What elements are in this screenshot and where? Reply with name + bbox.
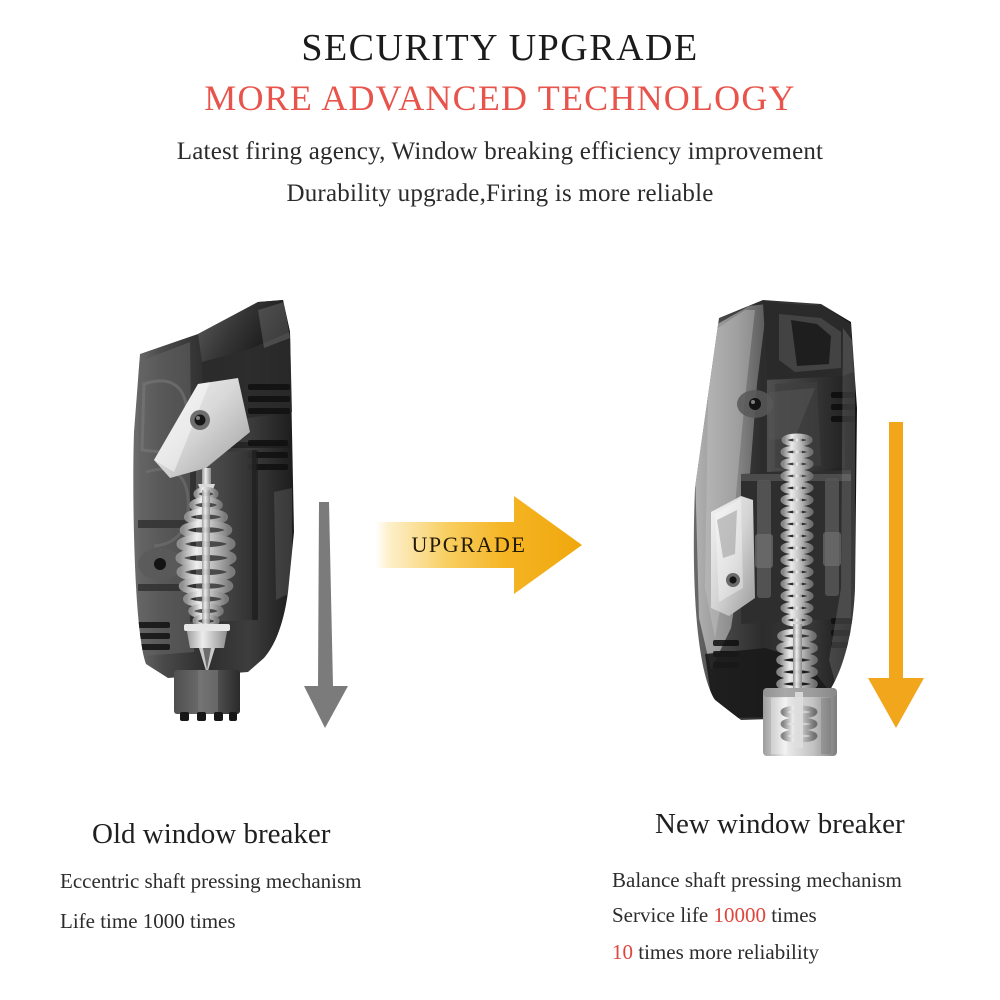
old-nozzle — [174, 670, 240, 721]
old-down-arrow-icon — [304, 502, 348, 728]
new-product-line-3: 10 times more reliability — [612, 940, 819, 965]
reliability-value: 10 — [612, 940, 633, 964]
tagline-line-1: Latest firing agency, Window breaking ef… — [176, 138, 824, 165]
old-product-line-2: Life time 1000 times — [60, 909, 236, 933]
reliability-suffix: times more reliability — [633, 940, 820, 964]
new-down-arrow-icon — [868, 422, 924, 728]
service-life-prefix: Service life — [612, 903, 714, 927]
old-blade — [154, 378, 250, 478]
old-product-caption: Old window breaker — [92, 818, 331, 850]
tagline-line-2: Durability upgrade,Firing is more reliab… — [286, 180, 714, 207]
new-product-line-2: Service life 10000 times — [612, 903, 817, 928]
old-spring-assembly — [175, 468, 237, 674]
new-barrel — [763, 688, 837, 756]
new-housing — [693, 300, 857, 720]
upgrade-arrow-icon — [376, 496, 582, 594]
new-window-breaker-image — [693, 300, 857, 756]
service-life-suffix: times — [765, 903, 817, 927]
page-title: SECURITY UPGRADE — [301, 27, 699, 69]
page-subtitle: MORE ADVANCED TECHNOLOGY — [204, 78, 796, 118]
new-product-line-1: Balance shaft pressing mechanism — [612, 868, 902, 892]
new-product-caption: New window breaker — [655, 808, 905, 840]
new-blade — [711, 496, 755, 616]
old-window-breaker-image — [133, 300, 294, 721]
old-product-line-1: Eccentric shaft pressing mechanism — [60, 869, 362, 893]
service-life-value: 10000 — [713, 903, 766, 927]
